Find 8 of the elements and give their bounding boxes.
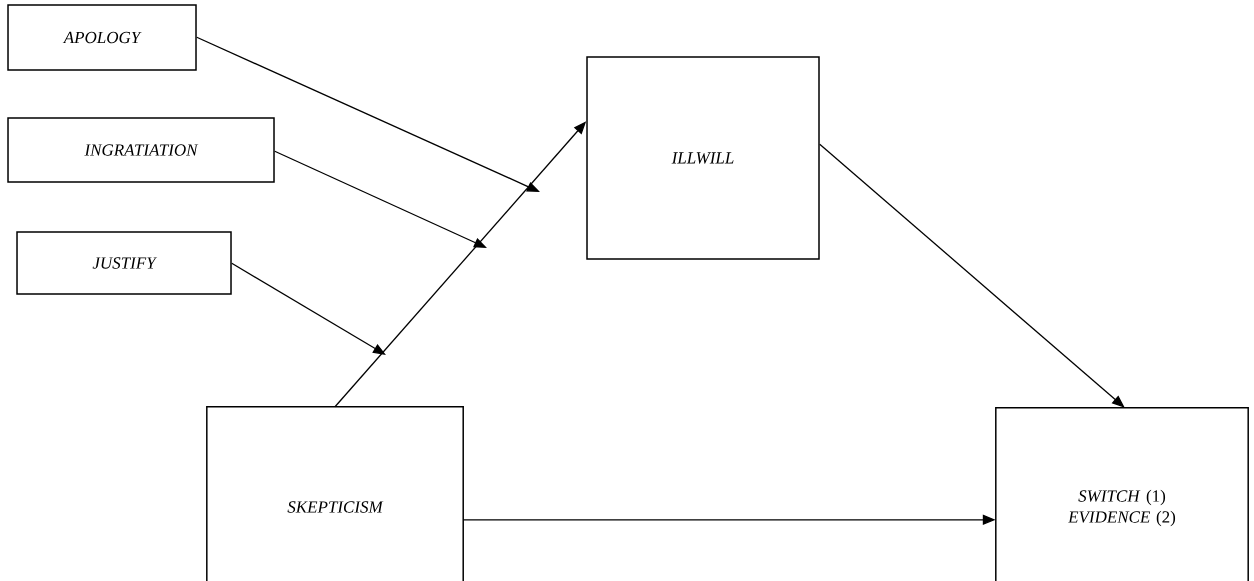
arrow [819,143,1125,408]
box: APOLOGY [7,4,197,71]
box: SKEPTICISM [206,406,464,581]
box: INGRATIATION [7,117,275,183]
box: JUSTIFY [16,231,232,295]
arrow [231,262,386,355]
box: SWITCH (1) EVIDENCE (2) [995,407,1249,581]
box: ILLWILL [586,56,820,260]
